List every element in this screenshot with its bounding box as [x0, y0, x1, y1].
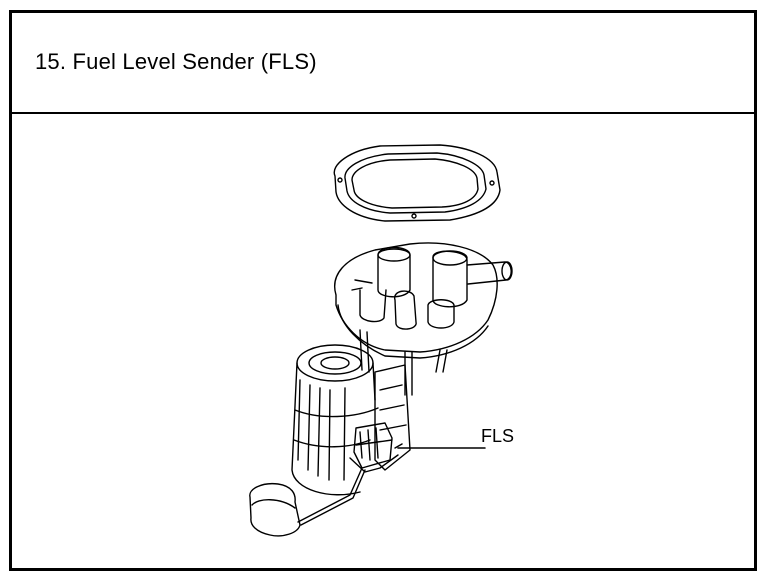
float [249, 482, 301, 537]
fls-callout-label: FLS [481, 426, 515, 446]
figure-frame: 15. Fuel Level Sender (FLS) [9, 10, 757, 571]
page-title: 15. Fuel Level Sender (FLS) [35, 49, 317, 74]
pump-flange [334, 242, 513, 359]
gasket-ring [333, 144, 501, 222]
float-arm [297, 467, 366, 526]
fls-sender-unit [349, 422, 403, 473]
pump-body [374, 364, 411, 471]
header-bar: 15. Fuel Level Sender (FLS) [12, 13, 754, 114]
fuel-reservoir [291, 344, 379, 496]
